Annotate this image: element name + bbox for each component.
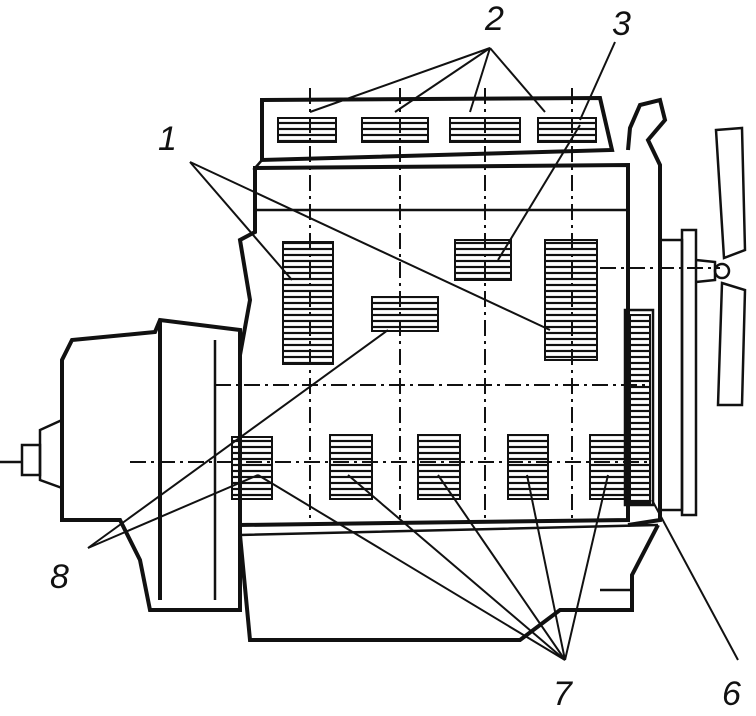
oil-pan: [238, 524, 660, 642]
timing-gear: [629, 314, 651, 504]
label-1: 1: [158, 120, 177, 158]
flywheel-housing: [0, 317, 242, 612]
label-8: 8: [50, 558, 69, 596]
head-openings: [277, 117, 597, 143]
block-lower-openings: [231, 434, 629, 500]
block-upper-openings: [282, 239, 598, 365]
label-3: 3: [612, 5, 631, 43]
fan-assembly: [658, 126, 747, 517]
label-7: 7: [553, 675, 573, 713]
label-2: 2: [484, 0, 504, 38]
leader-lines: [87, 41, 739, 661]
label-6: 6: [722, 675, 741, 713]
